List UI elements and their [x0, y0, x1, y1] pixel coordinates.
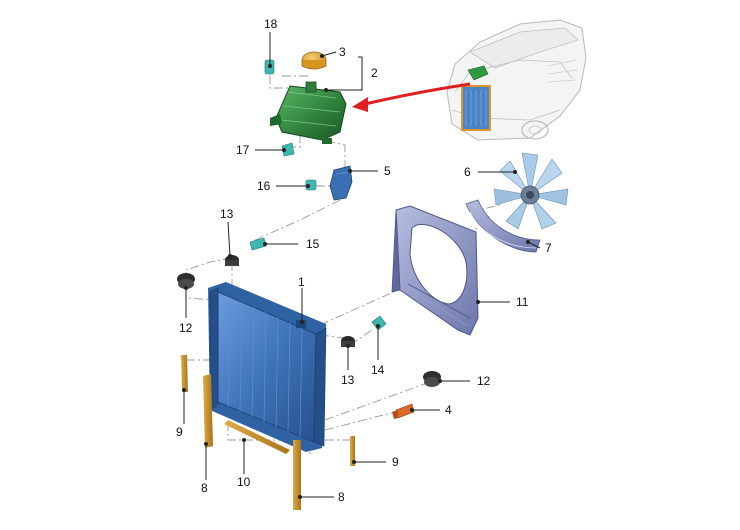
callout-3: 3 [339, 45, 346, 59]
callout-16: 16 [257, 179, 271, 193]
callout-7: 7 [545, 241, 552, 255]
temperature-sensor [392, 403, 415, 419]
callout-9-right: 9 [392, 455, 399, 469]
callout-18: 18 [264, 17, 278, 31]
callout-1: 1 [298, 275, 305, 289]
callout-10: 10 [237, 475, 251, 489]
seal-strip-8b [293, 440, 301, 510]
callout-6: 6 [464, 165, 471, 179]
seal-strip-8a [203, 374, 213, 448]
callout-12-right: 12 [477, 374, 491, 388]
cooling-fan [493, 152, 569, 230]
connector-14 [371, 315, 387, 331]
callout-11: 11 [516, 295, 529, 309]
seal-strip-10 [224, 420, 290, 454]
vehicle-locator-icon [446, 19, 587, 141]
leader-lines [182, 32, 541, 499]
callout-13-lower: 13 [341, 373, 355, 387]
seal-strip-9b [350, 436, 355, 466]
callout-8-right: 8 [338, 490, 345, 504]
callout-14: 14 [371, 363, 385, 377]
callout-2: 2 [371, 66, 378, 80]
callout-12-left: 12 [179, 321, 193, 335]
mount-bearing-12a [177, 273, 195, 289]
callout-5: 5 [384, 164, 391, 178]
callout-8-left: 8 [201, 481, 208, 495]
seal-strip-9a [181, 355, 188, 392]
connector-15 [249, 237, 267, 251]
mount-bearing-12b [423, 371, 441, 387]
callout-4: 4 [445, 403, 452, 417]
rubber-mount-13a [225, 255, 239, 266]
callout-17: 17 [236, 143, 250, 157]
callout-9-left: 9 [176, 425, 183, 439]
callout-labels: 18 3 2 17 5 16 6 13 15 7 1 11 12 13 14 1… [176, 17, 552, 504]
callout-15: 15 [306, 237, 320, 251]
fan-shroud-ring [465, 199, 541, 253]
clip-17 [281, 142, 295, 157]
expansion-tank [270, 81, 347, 144]
radiator [208, 282, 327, 452]
callout-13-upper: 13 [220, 207, 234, 221]
bracket [329, 165, 353, 201]
fan-shroud [391, 205, 479, 336]
pointer-arrow-icon [352, 82, 471, 112]
